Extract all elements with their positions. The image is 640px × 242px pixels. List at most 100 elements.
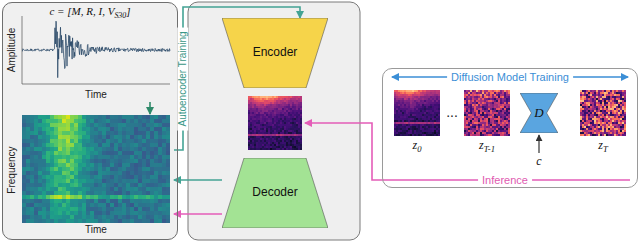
spectrogram-cell bbox=[74, 159, 78, 163]
latent-pixel bbox=[290, 124, 292, 126]
spectrogram-cell bbox=[134, 219, 138, 223]
spectrogram-cell bbox=[162, 163, 166, 167]
spectrogram-cell bbox=[70, 179, 74, 183]
latent-pixel bbox=[298, 106, 300, 108]
latent-pixel bbox=[250, 146, 252, 148]
latent-pixel bbox=[266, 122, 268, 124]
latent-pixel bbox=[270, 100, 272, 102]
latent-pixel bbox=[288, 142, 290, 144]
latent-pixel bbox=[270, 102, 272, 104]
latent-pixel bbox=[292, 112, 294, 114]
spectrogram-cell bbox=[142, 143, 146, 147]
spectrogram-cell bbox=[70, 143, 74, 147]
spectrogram-cell bbox=[158, 187, 162, 191]
spectrogram-cell bbox=[42, 115, 46, 119]
latent-pixel bbox=[296, 102, 298, 104]
latent-pixel bbox=[300, 102, 302, 104]
spectrogram-cell bbox=[26, 183, 30, 187]
spectrogram-cell bbox=[30, 115, 34, 119]
latent-pixel bbox=[264, 118, 266, 120]
latent-pixel bbox=[286, 102, 288, 104]
spectrogram-cell bbox=[134, 155, 138, 159]
spectrogram-cell bbox=[154, 179, 158, 183]
spectrogram-cell bbox=[126, 215, 130, 219]
spectrogram-cell bbox=[82, 171, 86, 175]
latent-pixel bbox=[248, 100, 250, 102]
spectrogram-cell bbox=[34, 163, 38, 167]
latent-pixel bbox=[396, 104, 398, 106]
spectrogram-cell bbox=[118, 167, 122, 171]
spectrogram-cell bbox=[130, 163, 134, 167]
latent-pixel bbox=[288, 114, 290, 116]
latent-pixel bbox=[284, 120, 286, 122]
spectrogram-cell bbox=[146, 199, 150, 203]
latent-pixel bbox=[404, 110, 406, 112]
latent-pixel bbox=[260, 130, 262, 132]
latent-pixel bbox=[272, 128, 274, 130]
spectrogram-cell bbox=[38, 187, 42, 191]
spectrogram-cell bbox=[146, 119, 150, 123]
latent-pixel bbox=[432, 102, 434, 104]
latent-pixel bbox=[296, 118, 298, 120]
spectrogram-cell bbox=[142, 187, 146, 191]
latent-pixel bbox=[292, 106, 294, 108]
latent-pixel bbox=[250, 136, 252, 138]
spectrogram-cell bbox=[142, 191, 146, 195]
latent-pixel bbox=[402, 110, 404, 112]
latent-pixel bbox=[268, 138, 270, 140]
spectrogram-cell bbox=[122, 179, 126, 183]
spectrogram-cell bbox=[82, 119, 86, 123]
spectrogram-cell bbox=[114, 139, 118, 143]
latent-pixel bbox=[300, 134, 302, 136]
latent-pixel bbox=[254, 98, 256, 100]
latent-pixel bbox=[288, 132, 290, 134]
spectrogram-cell bbox=[122, 203, 126, 207]
spectrogram-cell bbox=[126, 139, 130, 143]
latent-pixel bbox=[292, 126, 294, 128]
spectrogram-cell bbox=[42, 199, 46, 203]
spectrogram-cell bbox=[130, 123, 134, 127]
spectrogram-cell bbox=[42, 211, 46, 215]
latent-pixel bbox=[414, 102, 416, 104]
spectrogram-cell bbox=[26, 187, 30, 191]
latent-pixel bbox=[294, 128, 296, 130]
latent-images bbox=[248, 90, 626, 150]
spectrogram-cell bbox=[138, 195, 142, 199]
spectrogram-cell bbox=[34, 179, 38, 183]
spectrogram-cell bbox=[38, 199, 42, 203]
spectrogram-cell bbox=[50, 159, 54, 163]
spectrogram-cell bbox=[34, 135, 38, 139]
latent-pixel bbox=[294, 142, 296, 144]
spectrogram-cell bbox=[30, 175, 34, 179]
latent-pixel bbox=[282, 120, 284, 122]
spectrogram-cell bbox=[50, 131, 54, 135]
latent-pixel bbox=[258, 96, 260, 98]
latent-pixel bbox=[252, 146, 254, 148]
latent-pixel bbox=[256, 146, 258, 148]
latent-pixel bbox=[298, 136, 300, 138]
spectrogram-cell bbox=[98, 115, 102, 119]
spectrogram-cell bbox=[102, 167, 106, 171]
spectrogram-cell bbox=[114, 159, 118, 163]
latent-pixel bbox=[438, 92, 440, 94]
latent-pixel bbox=[290, 104, 292, 106]
latent-pixel bbox=[298, 96, 300, 98]
latent-pixel bbox=[276, 138, 278, 140]
latent-pixel bbox=[288, 100, 290, 102]
spectrogram-cell bbox=[118, 211, 122, 215]
spectrogram-cell bbox=[114, 135, 118, 139]
spectrogram-cell bbox=[66, 183, 70, 187]
spectrogram-cell bbox=[58, 183, 62, 187]
latent-pixel bbox=[286, 132, 288, 134]
latent-pixel bbox=[254, 112, 256, 114]
latent-pixel bbox=[420, 92, 422, 94]
spectrogram-cell bbox=[106, 119, 110, 123]
spectrogram-cell bbox=[106, 131, 110, 135]
latent-pixel bbox=[436, 96, 438, 98]
spectrogram-cell bbox=[62, 171, 66, 175]
spectrogram-cell bbox=[162, 159, 166, 163]
spectrogram-cell bbox=[130, 115, 134, 119]
spectrogram-cell bbox=[142, 203, 146, 207]
axis-line bbox=[22, 84, 170, 85]
spectrogram-cell bbox=[30, 191, 34, 195]
